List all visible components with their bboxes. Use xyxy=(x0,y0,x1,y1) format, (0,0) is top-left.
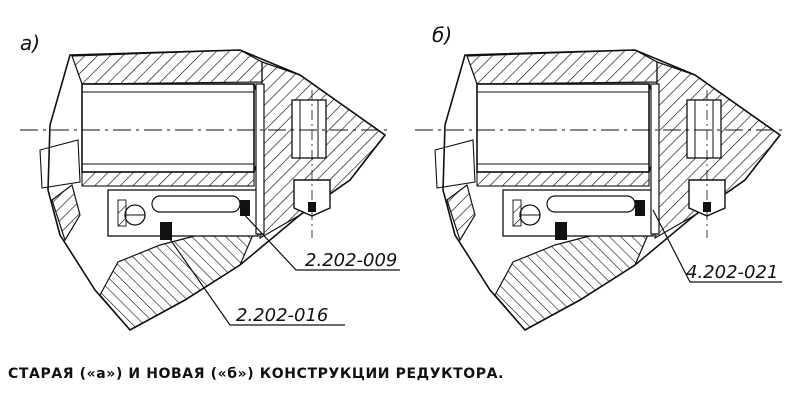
panel-b-letter: б) xyxy=(432,23,452,47)
callout-a-2: 2.202-016 xyxy=(236,305,328,326)
callout-a-1: 2.202-009 xyxy=(305,250,397,271)
panel-b-drawing xyxy=(414,49,784,331)
callout-b-1: 4.202-021 xyxy=(686,262,778,283)
panel-a-drawing xyxy=(19,49,400,331)
figure-caption: СТАРАЯ («а») И НОВАЯ («б») КОНСТРУКЦИИ Р… xyxy=(8,366,504,382)
panel-a-letter: а) xyxy=(20,31,40,55)
